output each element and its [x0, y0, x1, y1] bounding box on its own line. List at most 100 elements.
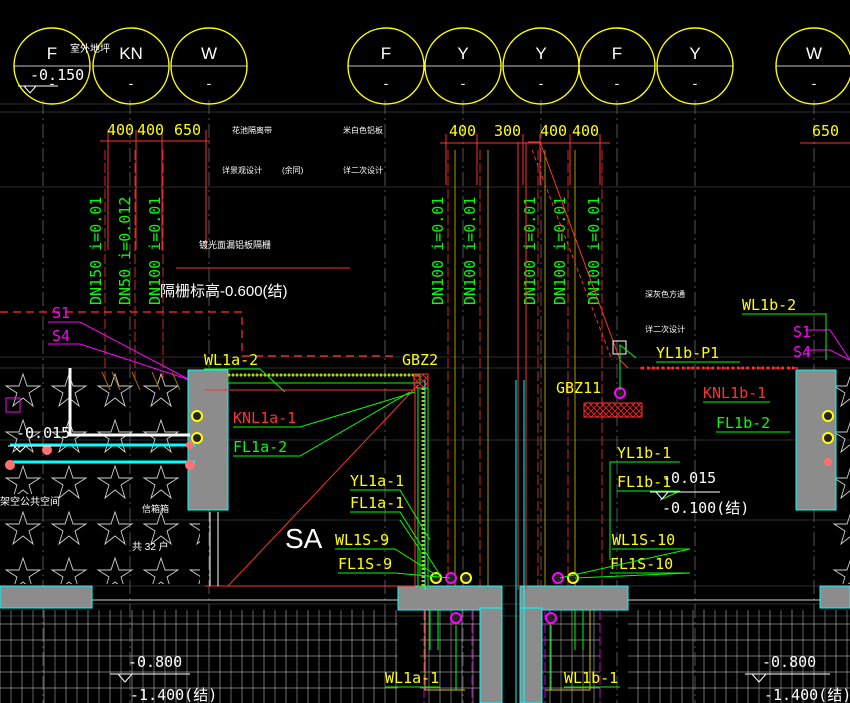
axis-bubble-letter-9: W	[806, 44, 822, 63]
axis-bubble-letter-8: Y	[689, 44, 700, 63]
mailbox-box	[209, 512, 219, 586]
dim-mid-4: 400	[572, 122, 599, 140]
elev-right-a: -0.015	[662, 469, 716, 487]
pipe-labels-left: DN150 i=0.01 DN50 i=0.012 DN100 i=0.01	[87, 197, 164, 305]
column-GBZ2	[413, 373, 429, 389]
label-YL1b-P1: YL1b-P1	[656, 344, 719, 362]
axis-bubble-sub-2: -	[129, 75, 134, 91]
dimension-chain-left	[100, 130, 210, 250]
red-stair-right-2	[531, 149, 613, 361]
red-stair-right	[528, 141, 629, 369]
note-gray-tube: 深灰色方通	[645, 289, 685, 299]
mailbox-label: 信箱箱	[142, 503, 169, 514]
note-landscape: 详景观设计	[222, 165, 262, 175]
labels-right-group: WL1b-2 YL1b-P1 GBZ11 KNL1b-1 FL1b-2 YL1b…	[385, 296, 796, 687]
label-underlines-left	[204, 368, 451, 579]
bottom-mid2-grid-hatch	[540, 610, 600, 703]
axis-bubble-sub-6: -	[539, 75, 544, 91]
elev-left-tri	[8, 445, 60, 453]
note-same: (余同)	[282, 165, 304, 175]
pipe-vertical-lines	[104, 150, 603, 590]
label-S4-right: S4	[793, 343, 811, 361]
note-grille: 镀光面漏铝板隔栅	[199, 239, 271, 250]
red-double-wall-mid	[517, 142, 527, 590]
elevation-triangle-top	[18, 85, 58, 94]
dimension-chain-mid	[440, 134, 610, 185]
pipe-label-mid-4: DN100 i=0.01	[551, 197, 569, 305]
label-underlines-right	[385, 313, 827, 688]
label-FL1S-10: FL1S-10	[610, 555, 673, 573]
pipe-label-left-3: DN100 i=0.01	[146, 197, 164, 305]
dim-left-3: 650	[174, 121, 201, 139]
red-wall-outline	[205, 389, 416, 587]
elev-bottom-left-b: -1.400(结)	[130, 686, 217, 703]
pipe-label-mid-1: DN100 i=0.01	[429, 197, 447, 305]
label-WL1S-9: WL1S-9	[335, 531, 389, 549]
dim-left-1: 400	[107, 121, 134, 139]
elev-bottom-left-tri	[110, 673, 190, 683]
magenta-pipe-mid	[423, 610, 601, 703]
label-FL1b-2: FL1b-2	[716, 414, 770, 432]
note-second-design-right: 详二次设计	[645, 324, 685, 334]
elev-bottom-right-b: -1.400(结)	[764, 686, 850, 703]
axis-bubble-letter-4: F	[381, 44, 391, 63]
magenta-leaders	[48, 321, 850, 381]
axis-bubble-sub-5: -	[461, 75, 466, 91]
room-label: 架空公共空间	[0, 495, 60, 508]
label-S4: S4	[52, 327, 70, 345]
cyan-double-line	[424, 380, 525, 703]
label-GBZ11: GBZ11	[556, 379, 601, 397]
pipe-label-left-1: DN150 i=0.01	[87, 197, 105, 305]
axis-bubble-sub-4: -	[384, 75, 389, 91]
elev-right-b: -0.100(结)	[662, 499, 749, 517]
dim-mid-2: 300	[494, 122, 521, 140]
label-WL1S-10: WL1S-10	[612, 531, 675, 549]
elev-bottom-left-a: -0.800	[128, 653, 182, 671]
label-FL1a-1: FL1a-1	[350, 494, 404, 512]
top-left-ground-label: 室外地坪	[70, 42, 110, 55]
pipe-label-mid-2: DN100 i=0.01	[461, 197, 479, 305]
axis-bubble-letter-5: Y	[457, 44, 468, 63]
axis-bubble-sub-1: -	[50, 75, 55, 91]
pipe-label-mid-3: DN100 i=0.01	[521, 197, 539, 305]
label-GBZ2: GBZ2	[402, 351, 438, 369]
red-diagonal	[227, 384, 419, 587]
room-label-bg	[0, 494, 44, 508]
axis-bubble-sub-9: -	[812, 75, 817, 91]
labels-left-group: WL1a-2 GBZ2 KNL1a-1 FL1a-2 YL1a-1 FL1a-1…	[204, 351, 438, 573]
mailbox-count: 共 32 户	[132, 540, 169, 553]
axis-bubble-letter-7: F	[612, 44, 622, 63]
elev-left-ground: -0.015	[16, 424, 70, 442]
label-FL1b-1: FL1b-1	[617, 473, 671, 491]
walls	[0, 369, 850, 703]
label-SA: SA	[285, 523, 323, 554]
axis-bubble-letter-6: Y	[535, 44, 546, 63]
yellow-grate-marks	[101, 371, 181, 391]
elev-right-tri	[650, 491, 720, 500]
left-hatch-region	[0, 372, 200, 584]
label-KNL1a-1: KNL1a-1	[233, 409, 296, 427]
pipe-nodes-left	[5, 397, 834, 444]
label-WL1b-2: WL1b-2	[742, 296, 796, 314]
label-FL1S-9: FL1S-9	[338, 555, 392, 573]
bottom-mid-grid-hatch	[420, 610, 480, 703]
label-YL1b-1: YL1b-1	[617, 444, 671, 462]
pipe-label-left-2: DN50 i=0.012	[116, 197, 134, 305]
label-WL1a-2: WL1a-2	[204, 351, 258, 369]
pink-fittings	[5, 441, 832, 470]
elev-bottom-right-a: -0.800	[762, 653, 816, 671]
axis-bubble-letter-1: F	[47, 44, 57, 63]
axis-bubble-letter-2: KN	[119, 44, 143, 63]
label-S1-right: S1	[793, 323, 811, 341]
yellow-piping-bottom	[424, 610, 591, 691]
axis-bubble-sub-7: -	[615, 75, 620, 91]
bottom-right-grid-hatch	[628, 610, 850, 703]
label-WL1a-1: WL1a-1	[385, 669, 439, 687]
elev-bottom-right-tri	[745, 673, 830, 683]
pipe-vertical-lines-yellow	[454, 150, 576, 590]
axis-bubble-letter-3: W	[201, 44, 217, 63]
axis-bubble-sub-8: -	[693, 75, 698, 91]
label-YL1a-1: YL1a-1	[350, 472, 404, 490]
note-grille-elevation: 隔栅标高-0.600(结)	[160, 283, 288, 300]
